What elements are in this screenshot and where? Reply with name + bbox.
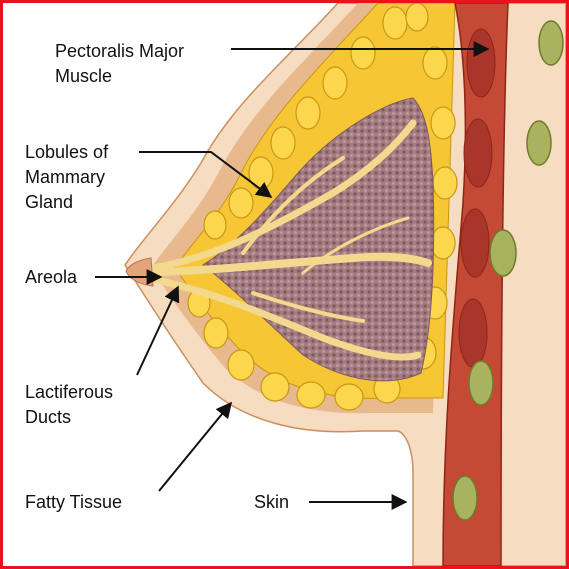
arrow-lobules (139, 151, 273, 198)
label-line: Mammary (25, 167, 105, 187)
label-line: Skin (254, 492, 290, 512)
ribs (452, 20, 564, 521)
fat-lobules (187, 3, 458, 411)
muscle-fibers (458, 28, 496, 368)
label-skin: Skin (254, 490, 289, 515)
label-fatty-tissue: Fatty Tissue (25, 490, 122, 515)
lactiferous-ducts (129, 119, 432, 361)
label-line: Areola (25, 267, 78, 287)
arrow-ducts (136, 285, 180, 376)
label-line: Gland (25, 192, 74, 212)
leader-arrows (95, 41, 490, 510)
label-areola: Areola (25, 265, 77, 290)
label-line: Fatty Tissue (25, 492, 123, 512)
label-lobules: Lobules of Mammary Gland (25, 140, 108, 215)
label-line: Muscle (55, 66, 113, 86)
label-pectoralis-major: Pectoralis Major Muscle (55, 39, 184, 89)
areola-nipple (125, 257, 154, 287)
label-lactiferous-ducts: Lactiferous Ducts (25, 380, 113, 430)
label-line: Lobules of (25, 142, 109, 162)
label-line: Ducts (25, 407, 72, 427)
breast-anatomy-illustration (95, 3, 566, 566)
arrow-fatty (158, 401, 233, 492)
label-line: Lactiferous (25, 382, 114, 402)
label-line: Pectoralis Major (55, 41, 185, 61)
